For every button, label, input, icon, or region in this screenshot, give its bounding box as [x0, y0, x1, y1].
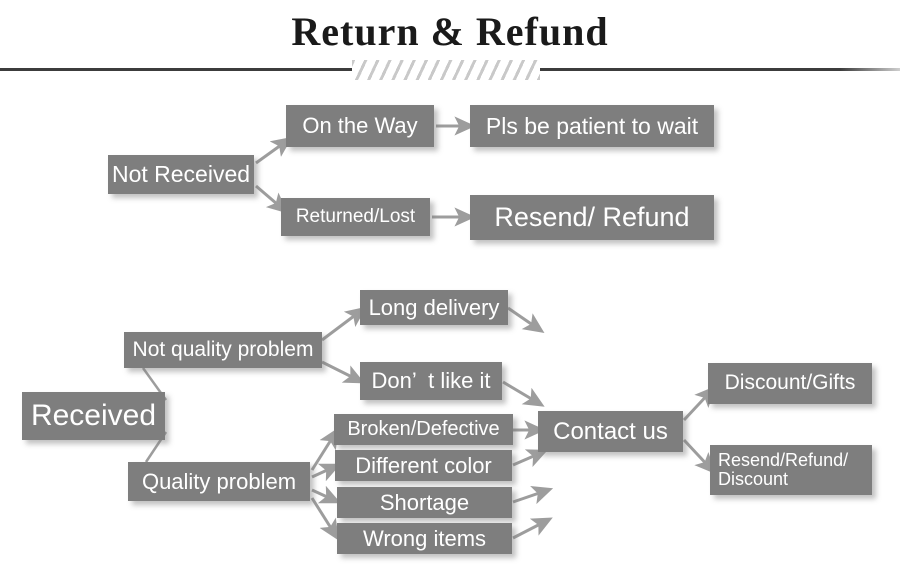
- divider-line-right: [540, 68, 900, 71]
- divider-line-left: [0, 68, 352, 71]
- node-discount-gifts[interactable]: Discount/Gifts: [708, 363, 872, 404]
- node-resend-refund[interactable]: Resend/ Refund: [470, 195, 714, 240]
- arrow-quality-to-different-color: [311, 463, 341, 482]
- arrow-contact-us-to-resend-refund-discount: [682, 438, 716, 474]
- node-dont-like-it[interactable]: Don’ t like it: [360, 362, 502, 400]
- arrow-quality-to-wrong-items: [310, 497, 339, 541]
- arrow-shortage-to-contact-us: [512, 485, 554, 505]
- arrow-dont-like-it-to-contact-us: [502, 380, 545, 407]
- node-contact-us[interactable]: Contact us: [538, 411, 683, 452]
- node-on-the-way[interactable]: On the Way: [286, 105, 434, 147]
- node-long-delivery[interactable]: Long delivery: [360, 290, 508, 325]
- divider-line-right-fade: [840, 68, 900, 71]
- node-received[interactable]: Received: [22, 392, 165, 440]
- hatch-divider-icon: [352, 60, 540, 80]
- node-shortage[interactable]: Shortage: [337, 487, 512, 518]
- arrow-long-delivery-to-contact-us: [507, 306, 545, 334]
- node-returned-lost[interactable]: Returned/Lost: [281, 198, 430, 236]
- node-pls-be-patient-to-wait[interactable]: Pls be patient to wait: [470, 105, 714, 147]
- node-different-color[interactable]: Different color: [335, 450, 512, 481]
- arrow-not-quality-to-dont-like-it: [321, 360, 365, 384]
- node-not-quality-problem[interactable]: Not quality problem: [124, 332, 322, 368]
- node-not-received[interactable]: Not Received: [108, 155, 254, 194]
- arrow-not-received-to-returned-lost: [255, 184, 289, 214]
- arrow-not-quality-to-long-delivery: [321, 306, 367, 342]
- page-title: Return & Refund: [291, 9, 609, 54]
- arrow-contact-us-to-discount-gifts: [682, 386, 716, 422]
- node-broken-defective[interactable]: Broken/Defective: [334, 414, 513, 445]
- arrow-different-color-to-contact-us: [512, 449, 548, 468]
- node-resend-refund-discount[interactable]: Resend/Refund/ Discount: [710, 445, 872, 495]
- node-wrong-items[interactable]: Wrong items: [337, 523, 512, 554]
- arrow-quality-to-broken: [310, 427, 339, 471]
- arrow-quality-to-shortage: [311, 485, 341, 504]
- arrow-wrong-items-to-contact-us: [512, 517, 553, 540]
- node-quality-problem[interactable]: Quality problem: [128, 462, 310, 501]
- arrow-not-received-to-on-the-way: [255, 136, 293, 165]
